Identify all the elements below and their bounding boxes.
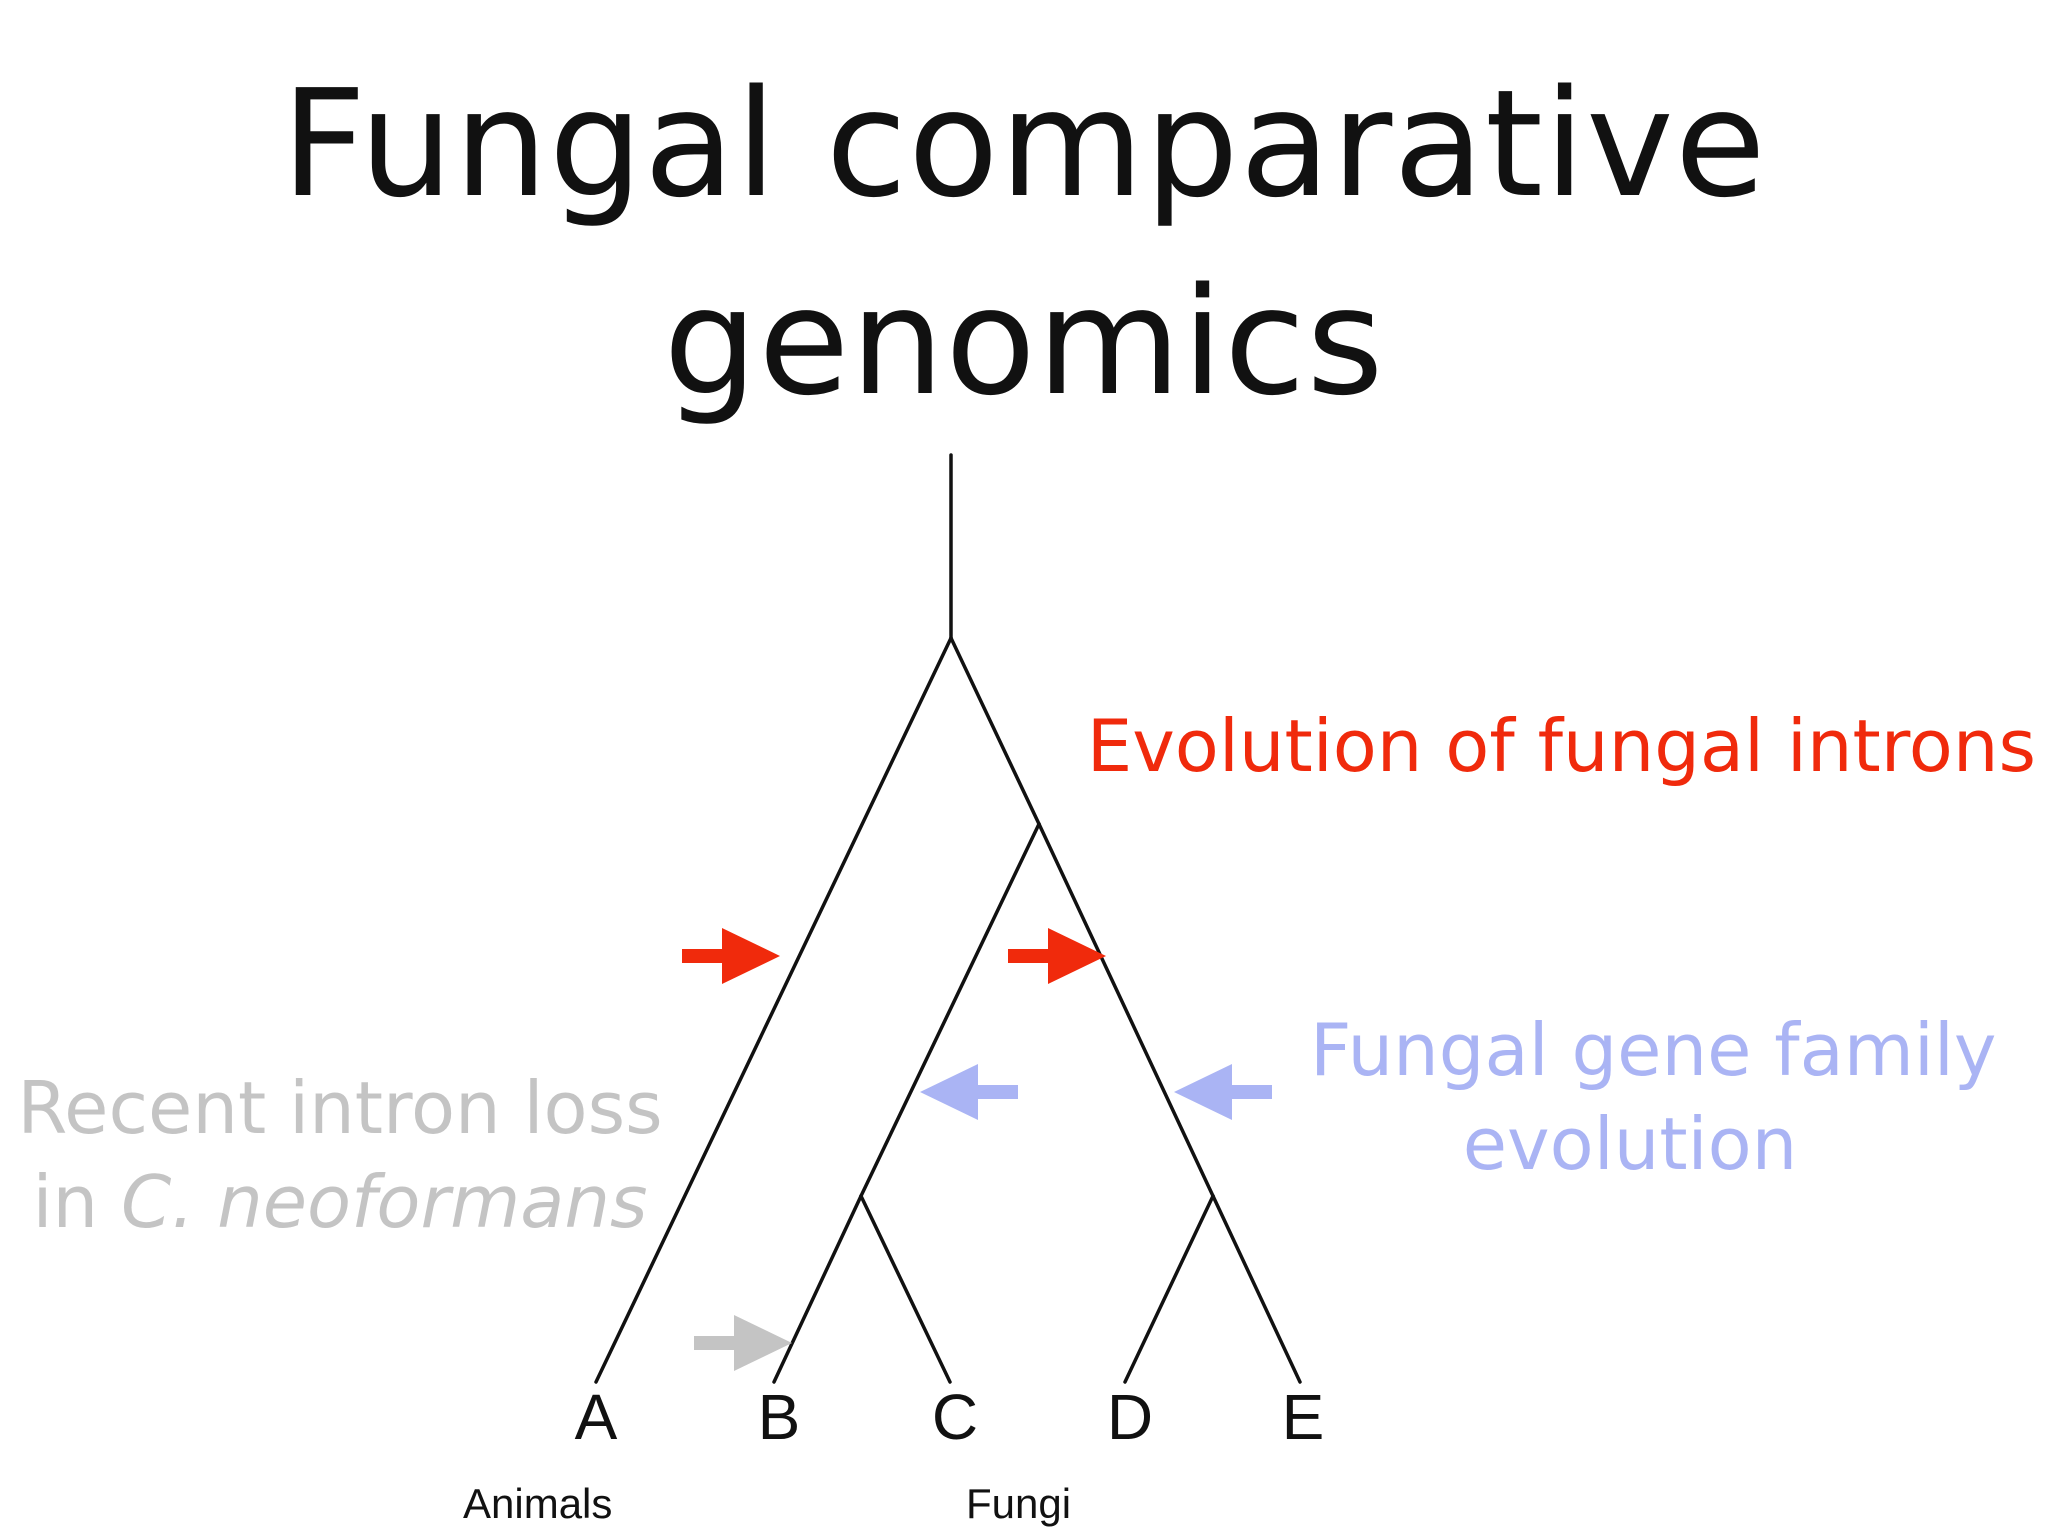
blue-arrow-icon [920, 1064, 1018, 1120]
branch-root-to-a [594, 636, 953, 1384]
branch-bc-to-c [859, 1194, 952, 1384]
leaf-label-a: A [574, 1381, 618, 1453]
leaf-label-c: C [931, 1381, 979, 1453]
branch-fungi-to-de [1037, 822, 1215, 1198]
branch-bc-to-b [772, 1194, 863, 1384]
group-label-fungi: Fungi [966, 1480, 1072, 1527]
branch-de-to-e [1211, 1194, 1302, 1384]
branch-fungi-to-bc [859, 822, 1041, 1198]
annotation-fungal-introns: Evolution of fungal introns [1086, 704, 2036, 788]
tree-branches [594, 453, 1302, 1384]
branch-de-to-d [1123, 1194, 1215, 1384]
annotation-gene-family-line-1: Fungal gene family [1310, 1008, 1997, 1092]
slide-title-line-1: Fungal comparative [281, 58, 1767, 230]
group-label-animals: Animals [463, 1480, 613, 1527]
leaf-label-d: D [1106, 1381, 1154, 1453]
leaf-label-b: B [757, 1381, 801, 1453]
annotation-intron-loss-prefix: in [32, 1159, 122, 1244]
slide-title-line-2: genomics [663, 256, 1385, 428]
branch-root-to-fungi [949, 636, 1041, 826]
annotation-gene-family: Fungal gene family evolution [1310, 1004, 1997, 1191]
annotation-intron-loss-line-2: in C. neoformans [0, 1156, 680, 1250]
red-arrow-icon [682, 928, 780, 984]
gray-arrow-icon [694, 1315, 792, 1371]
red-arrow-icon [1008, 928, 1106, 984]
annotation-gene-family-line-2: evolution [1462, 1101, 1798, 1186]
annotation-intron-loss: Recent intron loss in C. neoformans [0, 1062, 680, 1249]
annotation-intron-loss-line-1: Recent intron loss [17, 1066, 663, 1150]
species-name: C. neoformans [121, 1159, 648, 1244]
leaf-label-e: E [1281, 1381, 1325, 1453]
blue-arrow-icon [1174, 1064, 1272, 1120]
